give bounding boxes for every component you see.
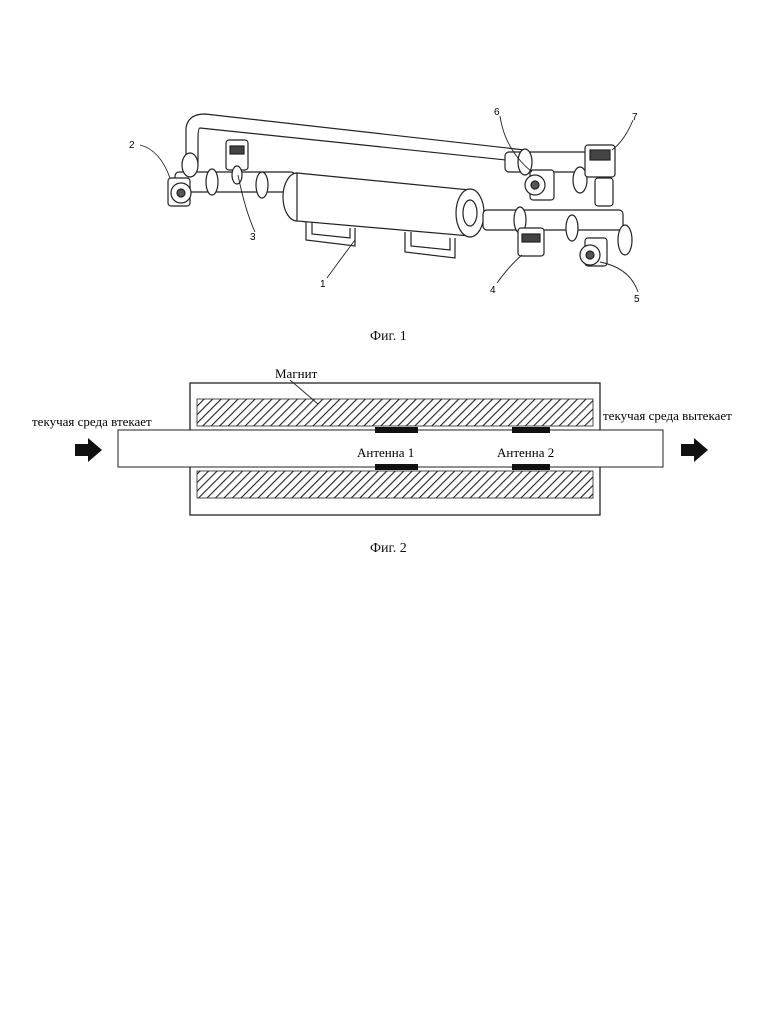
antenna-2-top: [512, 427, 550, 433]
inflow-label: текучая среда втекает: [32, 414, 152, 429]
magnet-bottom: [197, 471, 593, 498]
magnet-label: Магнит: [275, 366, 318, 381]
antenna-1-bottom: [375, 464, 418, 470]
figure-2-schematic: Магнит текучая среда втекает текучая сре…: [0, 0, 780, 560]
magnet-top: [197, 399, 593, 426]
antenna-2-label: Антенна 2: [497, 445, 554, 460]
outflow-label: текучая среда вытекает: [603, 408, 732, 423]
antenna-1-top: [375, 427, 418, 433]
outflow-arrow-icon: [681, 438, 708, 462]
inflow-arrow-icon: [75, 438, 102, 462]
antenna-1-label: Антенна 1: [357, 445, 414, 460]
antenna-2-bottom: [512, 464, 550, 470]
figure-2-caption: Фиг. 2: [370, 541, 407, 557]
